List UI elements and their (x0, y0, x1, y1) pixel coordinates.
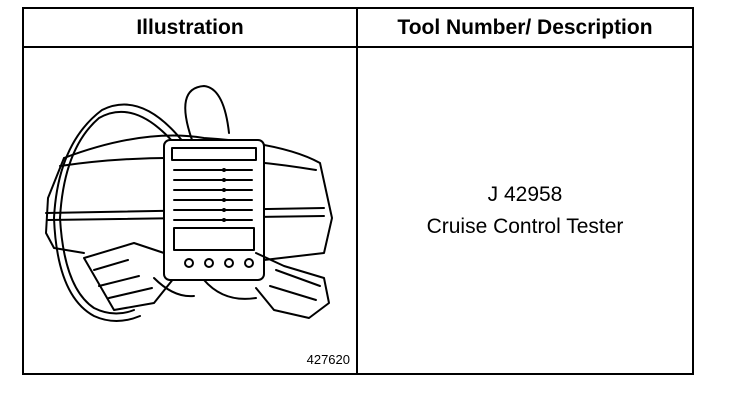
tool-illustration: 427620 (24, 48, 356, 373)
illustration-header: Illustration (136, 15, 244, 39)
tool-description-header: Tool Number/ Description (397, 15, 653, 39)
cruise-control-tester-drawing (45, 85, 333, 322)
tool-description: Cruise Control Tester (426, 214, 624, 238)
header-divider (24, 46, 692, 48)
figure-number: 427620 (306, 352, 350, 367)
tool-description-cell: J 42958 Cruise Control Tester (358, 48, 692, 373)
tool-number: J 42958 (487, 182, 563, 206)
column-divider (356, 9, 358, 373)
tool-table: Illustration Tool Number/ Description (22, 7, 694, 375)
